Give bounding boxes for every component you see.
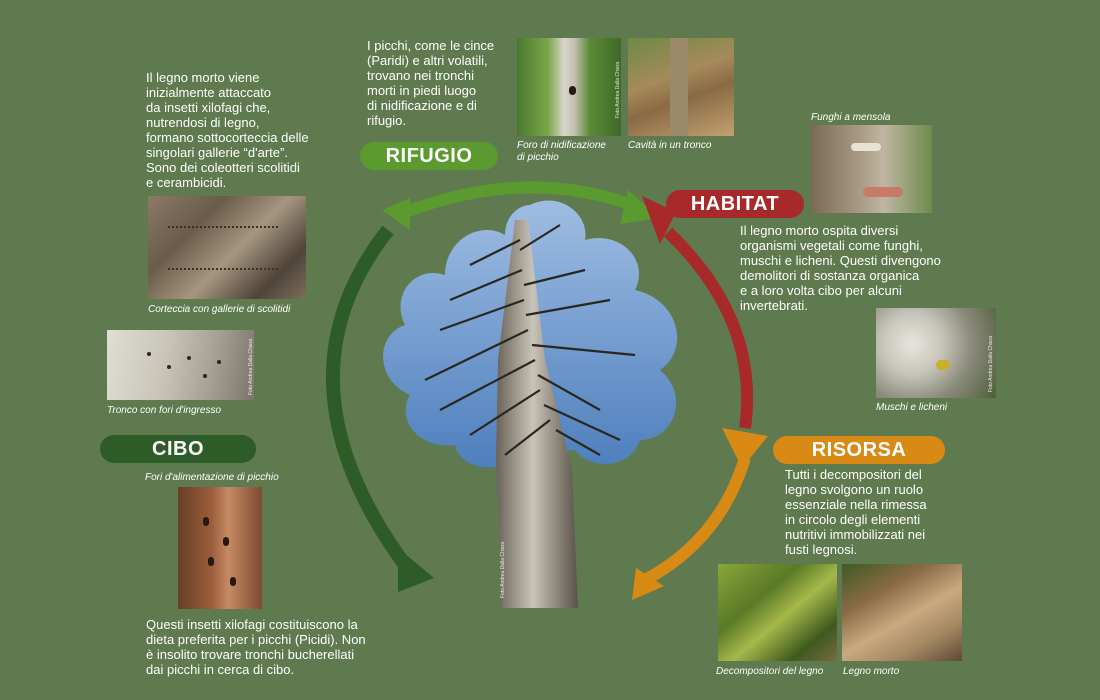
- habitat-text: Il legno morto ospita diversi organismi …: [740, 223, 941, 313]
- picchi-text: I picchi, come le cince (Paridi) e altri…: [367, 38, 495, 128]
- corteccia-photo: [148, 196, 306, 299]
- tree-trunk: [496, 220, 578, 608]
- cavita-photo: [628, 38, 734, 136]
- foro-nidificazione-photo: [517, 38, 621, 136]
- tree-credit: Foto Andrea Dalla Chiara: [500, 541, 506, 598]
- risorsa-arrow: [642, 456, 751, 586]
- decompositori-photo: [718, 564, 837, 661]
- legno-morto-photo: [842, 564, 962, 661]
- legno-morto-caption: Legno morto: [843, 666, 900, 677]
- corteccia-caption: Corteccia con gallerie di scolitidi: [148, 304, 291, 315]
- tronco-fori-credit: Foto Andrea Dalla Chiara: [248, 338, 254, 395]
- tree-branches: [424, 224, 636, 456]
- risorsa-arrowhead: [722, 428, 768, 468]
- cibo-text: Questi insetti xilofagi costituiscono la…: [146, 617, 366, 677]
- cavita-caption: Cavità in un tronco: [628, 140, 712, 151]
- muschi-photo: [876, 308, 996, 398]
- rifugio-label: RIFUGIO: [360, 142, 498, 170]
- fori-alimentazione-photo: [178, 487, 262, 609]
- foro-credit: Foto Andrea Dalla Chiara: [615, 61, 621, 118]
- funghi-caption: Funghi a mensola: [811, 112, 891, 123]
- tronco-fori-caption: Tronco con fori d'ingresso: [107, 405, 221, 416]
- risorsa-label: RISORSA: [773, 436, 945, 464]
- muschi-credit: Foto Andrea Dalla Chiara: [988, 335, 994, 392]
- habitat-label: HABITAT: [666, 190, 804, 218]
- cibo-label: CIBO: [100, 435, 256, 463]
- tronco-fori-photo: [107, 330, 254, 400]
- decompositori-caption: Decompositori del legno: [716, 666, 824, 677]
- rifugio-arrow: [393, 181, 635, 222]
- habitat-arrow: [663, 227, 754, 429]
- muschi-caption: Muschi e licheni: [876, 402, 948, 413]
- risorsa-text: Tutti i decompositori del legno svolgono…: [785, 467, 927, 557]
- cibo-arrow: [326, 225, 411, 570]
- funghi-photo: [811, 125, 932, 213]
- legno-morto-text: Il legno morto viene inizialmente attacc…: [146, 70, 309, 190]
- cibo-arrowhead: [398, 548, 434, 592]
- fori-alimentazione-caption: Fori d'alimentazione di picchio: [145, 472, 279, 483]
- foro-nidificazione-caption: Foro di nidificazione di picchio: [517, 140, 606, 163]
